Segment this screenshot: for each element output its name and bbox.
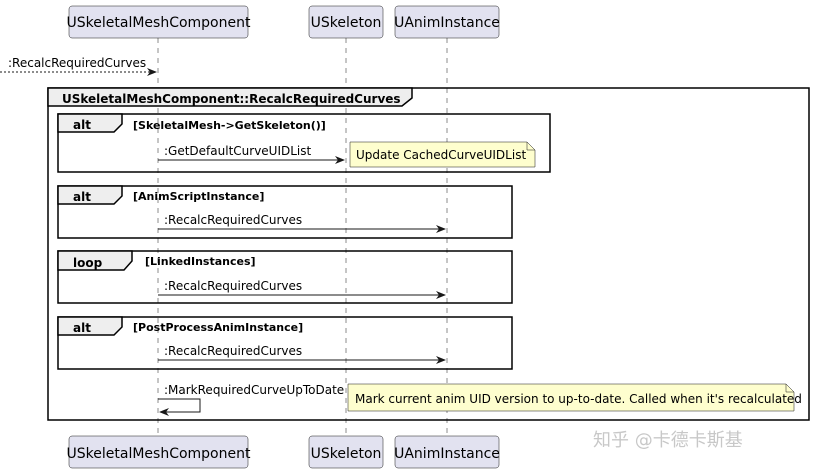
note-mark-uid: Mark current anim UID version to up-to-d… (347, 383, 802, 412)
note-text: Update CachedCurveUIDList (356, 148, 526, 162)
participant-label: USkeleton (311, 446, 382, 462)
message-label: :RecalcRequiredCurves (164, 213, 302, 227)
participant-skeletal-mesh-component-bottom: USkeletalMeshComponent (67, 435, 251, 469)
fragment-guard: [PostProcessAnimInstance] (133, 321, 303, 334)
participant-skeleton-bottom: USkeleton (308, 435, 384, 469)
participant-label: USkeletalMeshComponent (67, 15, 251, 31)
fragment-keyword: loop (73, 256, 103, 270)
message-label: :GetDefaultCurveUIDList (164, 144, 312, 158)
participant-anim-instance-bottom: UAnimInstance (394, 435, 500, 469)
participant-label: USkeletalMeshComponent (67, 446, 251, 462)
fragment-keyword: alt (73, 321, 91, 335)
participant-label: USkeleton (311, 15, 382, 31)
fragment-keyword: alt (73, 190, 91, 204)
self-message: :MarkRequiredCurveUpToDate Mark current … (158, 383, 802, 416)
message-label: :RecalcRequiredCurves (164, 279, 302, 293)
self-message-label: :MarkRequiredCurveUpToDate (164, 383, 344, 397)
note-update-cached: Update CachedCurveUIDList (349, 141, 536, 168)
participant-skeleton-top: USkeleton (308, 5, 384, 39)
fragment-guard: [LinkedInstances] (145, 255, 256, 268)
alt-fragment-anim-script-instance: alt [AnimScriptInstance] :RecalcRequired… (57, 185, 513, 239)
alt-fragment-get-skeleton: alt [SkeletalMesh->GetSkeleton()] :GetDe… (57, 113, 551, 173)
loop-fragment-linked-instances: loop [LinkedInstances] :RecalcRequiredCu… (57, 250, 513, 304)
group-frame: USkeletalMeshComponent::RecalcRequiredCu… (47, 87, 810, 421)
entry-message-label: :RecalcRequiredCurves (8, 56, 146, 70)
self-message-arrow (158, 398, 201, 416)
fragment-keyword: alt (73, 118, 91, 132)
participant-anim-instance-top: UAnimInstance (394, 5, 500, 39)
watermark: 知乎 @卡德卡斯基 (593, 430, 743, 451)
participant-skeletal-mesh-component-top: USkeletalMeshComponent (67, 5, 251, 39)
message-label: :RecalcRequiredCurves (164, 344, 302, 358)
fragment-guard: [SkeletalMesh->GetSkeleton()] (133, 119, 326, 132)
participant-label: UAnimInstance (394, 446, 500, 462)
fragment-guard: [AnimScriptInstance] (133, 190, 264, 203)
note-text: Mark current anim UID version to up-to-d… (355, 392, 802, 406)
participant-label: UAnimInstance (394, 15, 500, 31)
alt-fragment-post-process: alt [PostProcessAnimInstance] :RecalcReq… (57, 316, 513, 370)
group-title: USkeletalMeshComponent::RecalcRequiredCu… (62, 92, 401, 106)
